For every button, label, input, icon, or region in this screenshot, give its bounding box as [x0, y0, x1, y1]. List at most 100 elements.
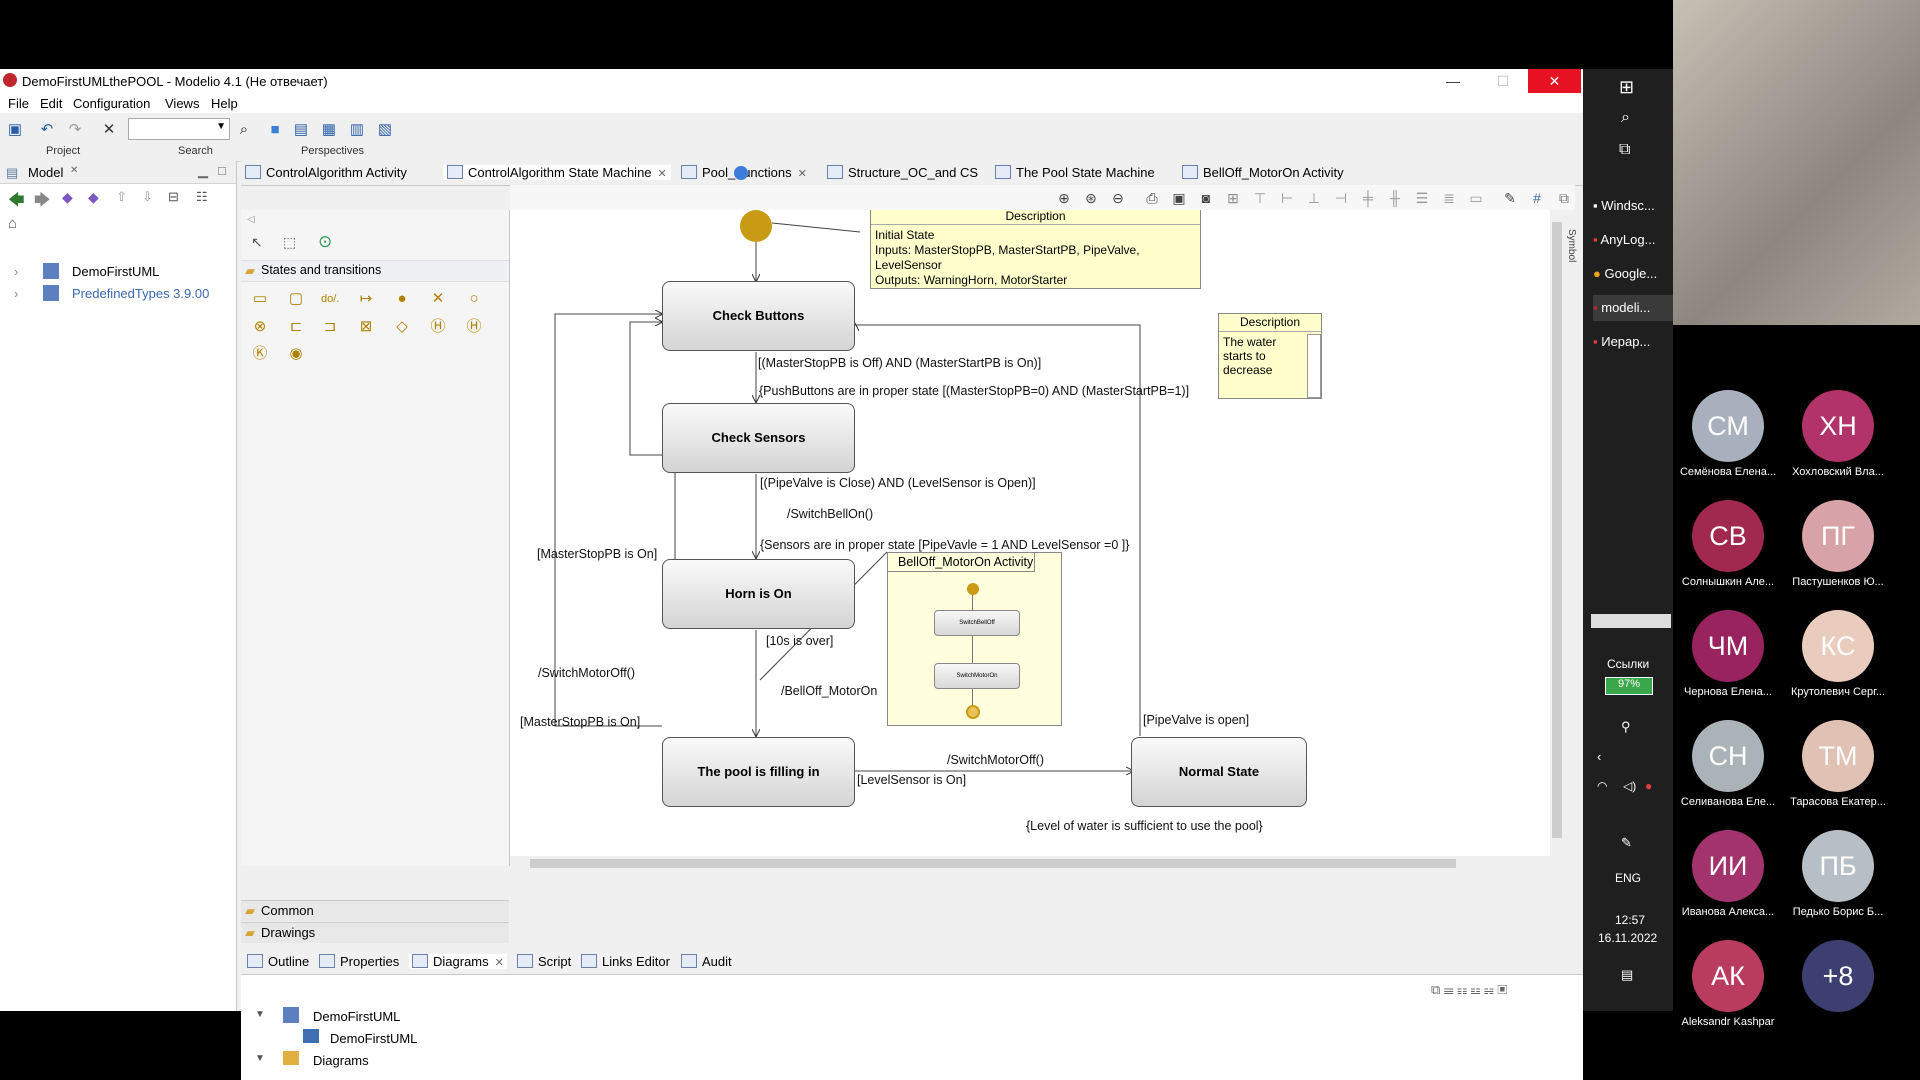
tab-controlalgorithm-state-machine[interactable]: ControlAlgorithm State Machine✕ [443, 165, 671, 180]
palette-section-drawings[interactable]: ▰ Drawings [241, 922, 509, 943]
action-switchbelloff[interactable]: SwitchBellOff [934, 610, 1020, 636]
forward-icon[interactable]: 🡆 [34, 192, 51, 209]
notification-badge-icon[interactable]: ● [1645, 779, 1653, 793]
view-options-icon[interactable]: ⧉ ☰ ☷ ☳ ☵ ▣ [1431, 982, 1508, 997]
align-top-icon[interactable]: ⊤ [1253, 190, 1267, 206]
deep-history-icon[interactable]: Ⓗ [466, 318, 482, 335]
chevron-left-icon[interactable]: ‹ [1597, 749, 1602, 764]
perspective-3-icon[interactable]: ▥ [349, 121, 365, 138]
transition-label[interactable]: [10s is over] [766, 634, 834, 648]
initial-state-icon[interactable]: ● [397, 290, 407, 307]
scroll-left-icon[interactable]: ◁ [247, 214, 255, 225]
volume-icon[interactable]: ◁) [1623, 779, 1637, 793]
perspective-1-icon[interactable]: ▤ [293, 121, 309, 138]
close-icon[interactable]: ✕ [70, 165, 79, 176]
redo-icon[interactable]: ↷ [68, 121, 82, 138]
tools-icon[interactable]: ✕ [102, 121, 116, 138]
composite-state-icon[interactable]: ▢ [288, 290, 304, 307]
transition-label[interactable]: /SwitchMotorOff() [947, 753, 1045, 767]
tab-diagrams[interactable]: Diagrams✕ [409, 954, 507, 969]
tab-links-editor[interactable]: Links Editor [581, 954, 670, 969]
tree-item-demofirstuml[interactable]: DemoFirstUML [72, 264, 160, 279]
transition-label[interactable]: [PipeValve is open] [1143, 713, 1250, 727]
perspective-4-icon[interactable]: ▧ [377, 121, 393, 138]
final-node-icon[interactable]: ◉ [289, 345, 303, 362]
link-tool-icon[interactable]: ⊙ [318, 232, 333, 251]
menu-views[interactable]: Views [165, 96, 200, 111]
collapse-icon[interactable]: ⊟ [168, 189, 179, 204]
menu-help[interactable]: Help [211, 96, 238, 111]
up-icon[interactable]: ⇧ [116, 189, 127, 204]
transition-icon[interactable]: ↦ [359, 290, 373, 307]
transition-label[interactable]: [MasterStopPB is On] [537, 547, 658, 561]
horizontal-scroll-thumb[interactable] [530, 859, 1456, 868]
action-switchmotoron[interactable]: SwitchMotorOn [934, 663, 1020, 689]
choice-icon[interactable]: ◇ [396, 318, 408, 335]
horizontal-scrollbar[interactable] [510, 856, 1550, 870]
collapse-icon[interactable]: ▼ [255, 1053, 265, 1064]
tree-item-project[interactable]: DemoFirstUML [313, 1009, 401, 1024]
state-normal-state[interactable]: Normal State [1131, 737, 1307, 807]
junction-icon[interactable]: ⊠ [359, 318, 373, 335]
model-panel-title[interactable]: Model [28, 165, 64, 180]
align-bottom-icon[interactable]: ⊥ [1307, 190, 1321, 206]
description-note-2[interactable]: Description The water starts to decrease [1218, 313, 1322, 399]
tab-audit[interactable]: Audit [681, 954, 732, 969]
zoom-out-icon[interactable]: ⊖ [1112, 190, 1124, 206]
print-icon[interactable]: ⎙ [1146, 190, 1158, 206]
terminate-icon[interactable]: ✕ [431, 290, 445, 307]
zoom-fit-icon[interactable]: ⊛ [1085, 190, 1097, 206]
size-icon[interactable]: ▭ [1469, 190, 1483, 206]
save-image-icon[interactable]: ▣ [1172, 190, 1186, 206]
menu-edit[interactable]: Edit [40, 96, 63, 111]
shallow-history-icon[interactable]: Ⓗ [430, 318, 446, 335]
participant-video[interactable] [1673, 0, 1920, 325]
minimize-button[interactable]: — [1446, 73, 1460, 89]
note-scrollbar[interactable] [1307, 334, 1321, 398]
transition-label[interactable]: /SwitchBellOn() [787, 507, 874, 521]
links-label[interactable]: Ссылки [1607, 657, 1650, 671]
format-icon[interactable]: ✎ [1504, 190, 1516, 206]
navigate-2-icon[interactable]: ◆ [88, 189, 99, 205]
collapse-icon[interactable]: ▼ [255, 1009, 265, 1020]
distribute-icon[interactable]: ☰ [1415, 190, 1429, 206]
clock-date[interactable]: 16.11.2022 [1598, 931, 1658, 945]
align-right-icon[interactable]: ⊣ [1334, 190, 1348, 206]
palette-group-header[interactable]: ▰ States and transitions [241, 260, 509, 282]
center-icon[interactable]: ╪ [1363, 190, 1373, 206]
transition-label[interactable]: [MasterStopPB is On] [520, 715, 641, 729]
tree-item-predefinedtypes[interactable]: PredefinedTypes 3.9.00 [72, 286, 210, 301]
tree-item-package[interactable]: DemoFirstUML [330, 1031, 418, 1046]
navigate-icon[interactable]: ◆ [62, 189, 73, 205]
snap-icon[interactable]: ⧉ [1559, 190, 1569, 206]
diagram-canvas[interactable]: Check Buttons Check Sensors Horn is On T… [510, 210, 1550, 856]
minimize-panel-icon[interactable]: ▁ [198, 163, 208, 178]
close-button[interactable]: ✕ [1528, 69, 1581, 93]
search-icon[interactable]: ⌕ [1621, 109, 1630, 126]
transition-label[interactable]: [LevelSensor is On] [857, 773, 967, 787]
search-combo[interactable]: ▼ [128, 118, 230, 140]
transition-label[interactable]: {PushButtons are in proper state [(Maste… [759, 384, 1190, 398]
align-icon[interactable]: ⊞ [1227, 190, 1239, 206]
task-view-icon[interactable]: ⧉ [1619, 141, 1631, 158]
tab-properties[interactable]: Properties [319, 954, 399, 969]
distribute-2-icon[interactable]: ≣ [1443, 190, 1455, 206]
undo-icon[interactable]: ↶ [40, 121, 54, 138]
state-tool-icon[interactable]: ▭ [252, 290, 268, 307]
task-modelio[interactable]: ▪ modeli... [1593, 295, 1673, 321]
activity-frame[interactable]: BellOff_MotorOn Activity SwitchBellOff S… [887, 552, 1062, 726]
marquee-tool-icon[interactable]: ⬚ [283, 234, 297, 250]
final-state-icon[interactable]: ○ [469, 290, 479, 307]
task-google-chrome[interactable]: ● Google... [1593, 266, 1658, 281]
back-icon[interactable]: 🡄 [8, 192, 25, 209]
tree-icon[interactable]: ☷ [196, 189, 208, 204]
perspective-2-icon[interactable]: ▦ [321, 121, 337, 138]
select-tool-icon[interactable]: ↖ [251, 234, 263, 250]
transition-label[interactable]: {Sensors are in proper state [PipeVavle … [760, 538, 1130, 552]
vertical-scroll-thumb[interactable] [1552, 222, 1562, 838]
join-icon[interactable]: ⊐ [323, 318, 337, 335]
state-pool-filling-in[interactable]: The pool is filling in [662, 737, 855, 807]
entry-point-icon[interactable]: Ⓚ [252, 345, 268, 362]
transition-label[interactable]: [(PipeValve is Close) AND (LevelSensor i… [760, 476, 1036, 490]
state-check-buttons[interactable]: Check Buttons [662, 281, 855, 351]
